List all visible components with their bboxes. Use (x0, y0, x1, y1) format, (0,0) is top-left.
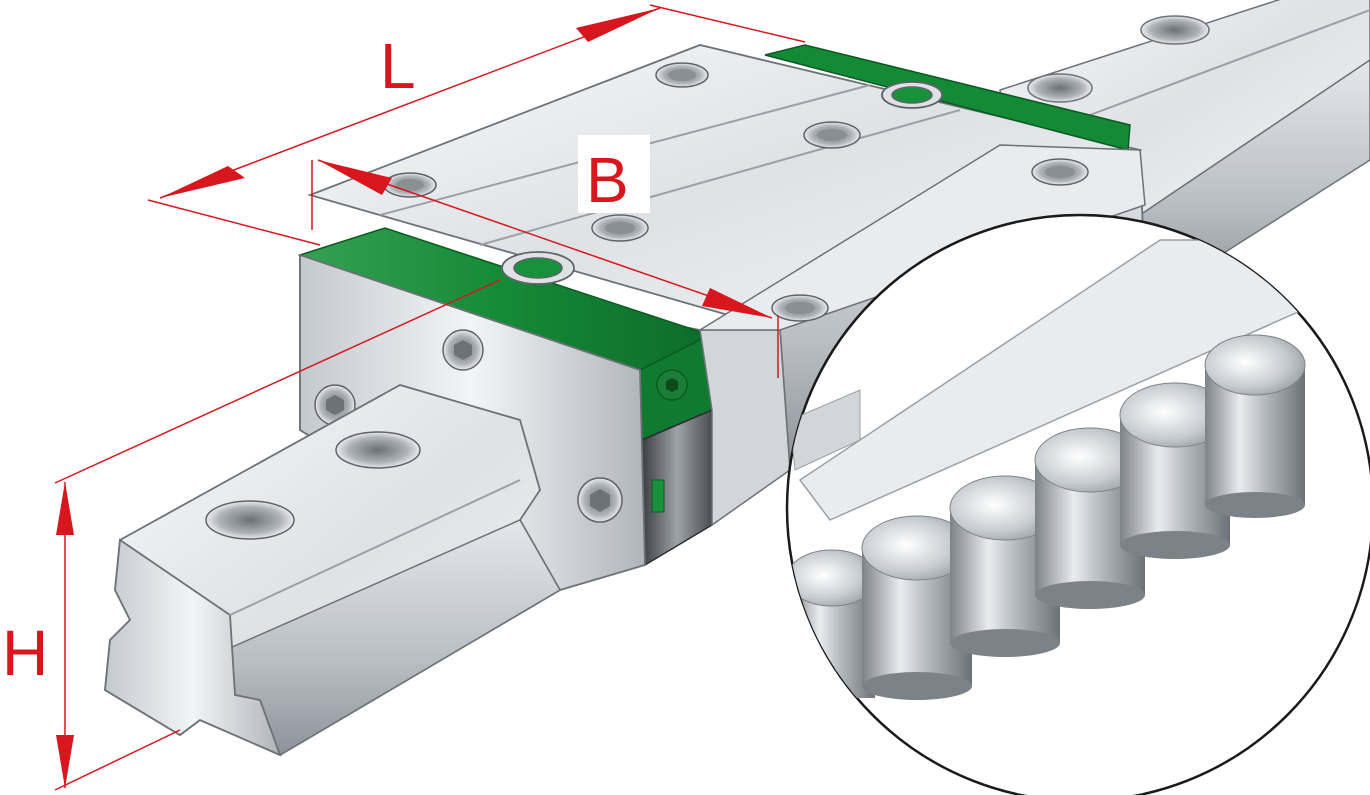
hex-socket-screw (656, 369, 688, 401)
guide-rail-front (104, 384, 562, 757)
tapped-hole (591, 214, 649, 242)
label-backdrop (578, 135, 650, 213)
arrowhead (56, 482, 74, 535)
tapped-hole (1031, 158, 1089, 186)
length-dimension-line (159, 7, 661, 199)
cylindrical-roller (1204, 334, 1306, 518)
hex-socket-screw (442, 329, 484, 371)
rail-mount-hole (1027, 73, 1093, 103)
dimension-lines: L B H (2, 4, 806, 791)
tapped-hole (383, 172, 437, 198)
cylindrical-roller (787, 549, 878, 698)
arrowhead (318, 160, 392, 195)
width-dimension-line (317, 159, 773, 319)
arrowhead (160, 166, 245, 198)
lube-nipple (881, 81, 943, 109)
rail-mount-hole (335, 431, 421, 469)
tapped-hole (803, 121, 861, 149)
tapped-hole (771, 294, 829, 322)
indicator-window (651, 479, 665, 513)
rail-mount-hole (1140, 15, 1210, 45)
length-label: L (380, 30, 416, 102)
arrowhead (576, 8, 660, 42)
rear-seal (764, 44, 1131, 151)
rail-mount-hole (205, 500, 295, 540)
roller-detail-inset (785, 213, 1370, 795)
arrowhead (702, 288, 772, 318)
height-label: H (2, 617, 48, 689)
arrowhead (56, 735, 74, 788)
lube-nipple (501, 251, 575, 285)
tapped-hole (655, 62, 709, 88)
width-label: B (586, 144, 629, 216)
hex-socket-screw (577, 477, 623, 523)
